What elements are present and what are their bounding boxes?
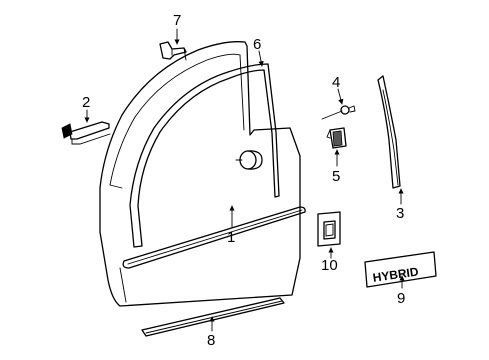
callout-5: 5 [332, 168, 340, 185]
callout-8: 8 [207, 332, 215, 349]
bolt-part-4 [321, 105, 356, 120]
callout-9: 9 [397, 290, 405, 307]
door-handle [235, 150, 263, 170]
switch-part-10 [317, 211, 341, 247]
callout-3: 3 [396, 205, 404, 222]
clip-part-5 [326, 127, 347, 149]
bolt-part-7 [159, 41, 187, 61]
window-frame-molding [129, 63, 280, 248]
belt-molding [122, 206, 306, 269]
callout-10: 10 [321, 257, 338, 274]
callout-4: 4 [332, 74, 340, 91]
rear-molding-part-3 [377, 75, 401, 189]
hybrid-emblem: HYBRID [364, 251, 437, 288]
callout-7: 7 [173, 12, 181, 29]
front-door-shell [99, 41, 301, 307]
callout-1: 1 [227, 229, 235, 246]
clip-part-2 [61, 121, 111, 145]
emblem-text: HYBRID [372, 264, 420, 284]
callout-leaders [84, 28, 405, 332]
callout-2: 2 [82, 94, 90, 111]
callout-6: 6 [253, 36, 261, 53]
